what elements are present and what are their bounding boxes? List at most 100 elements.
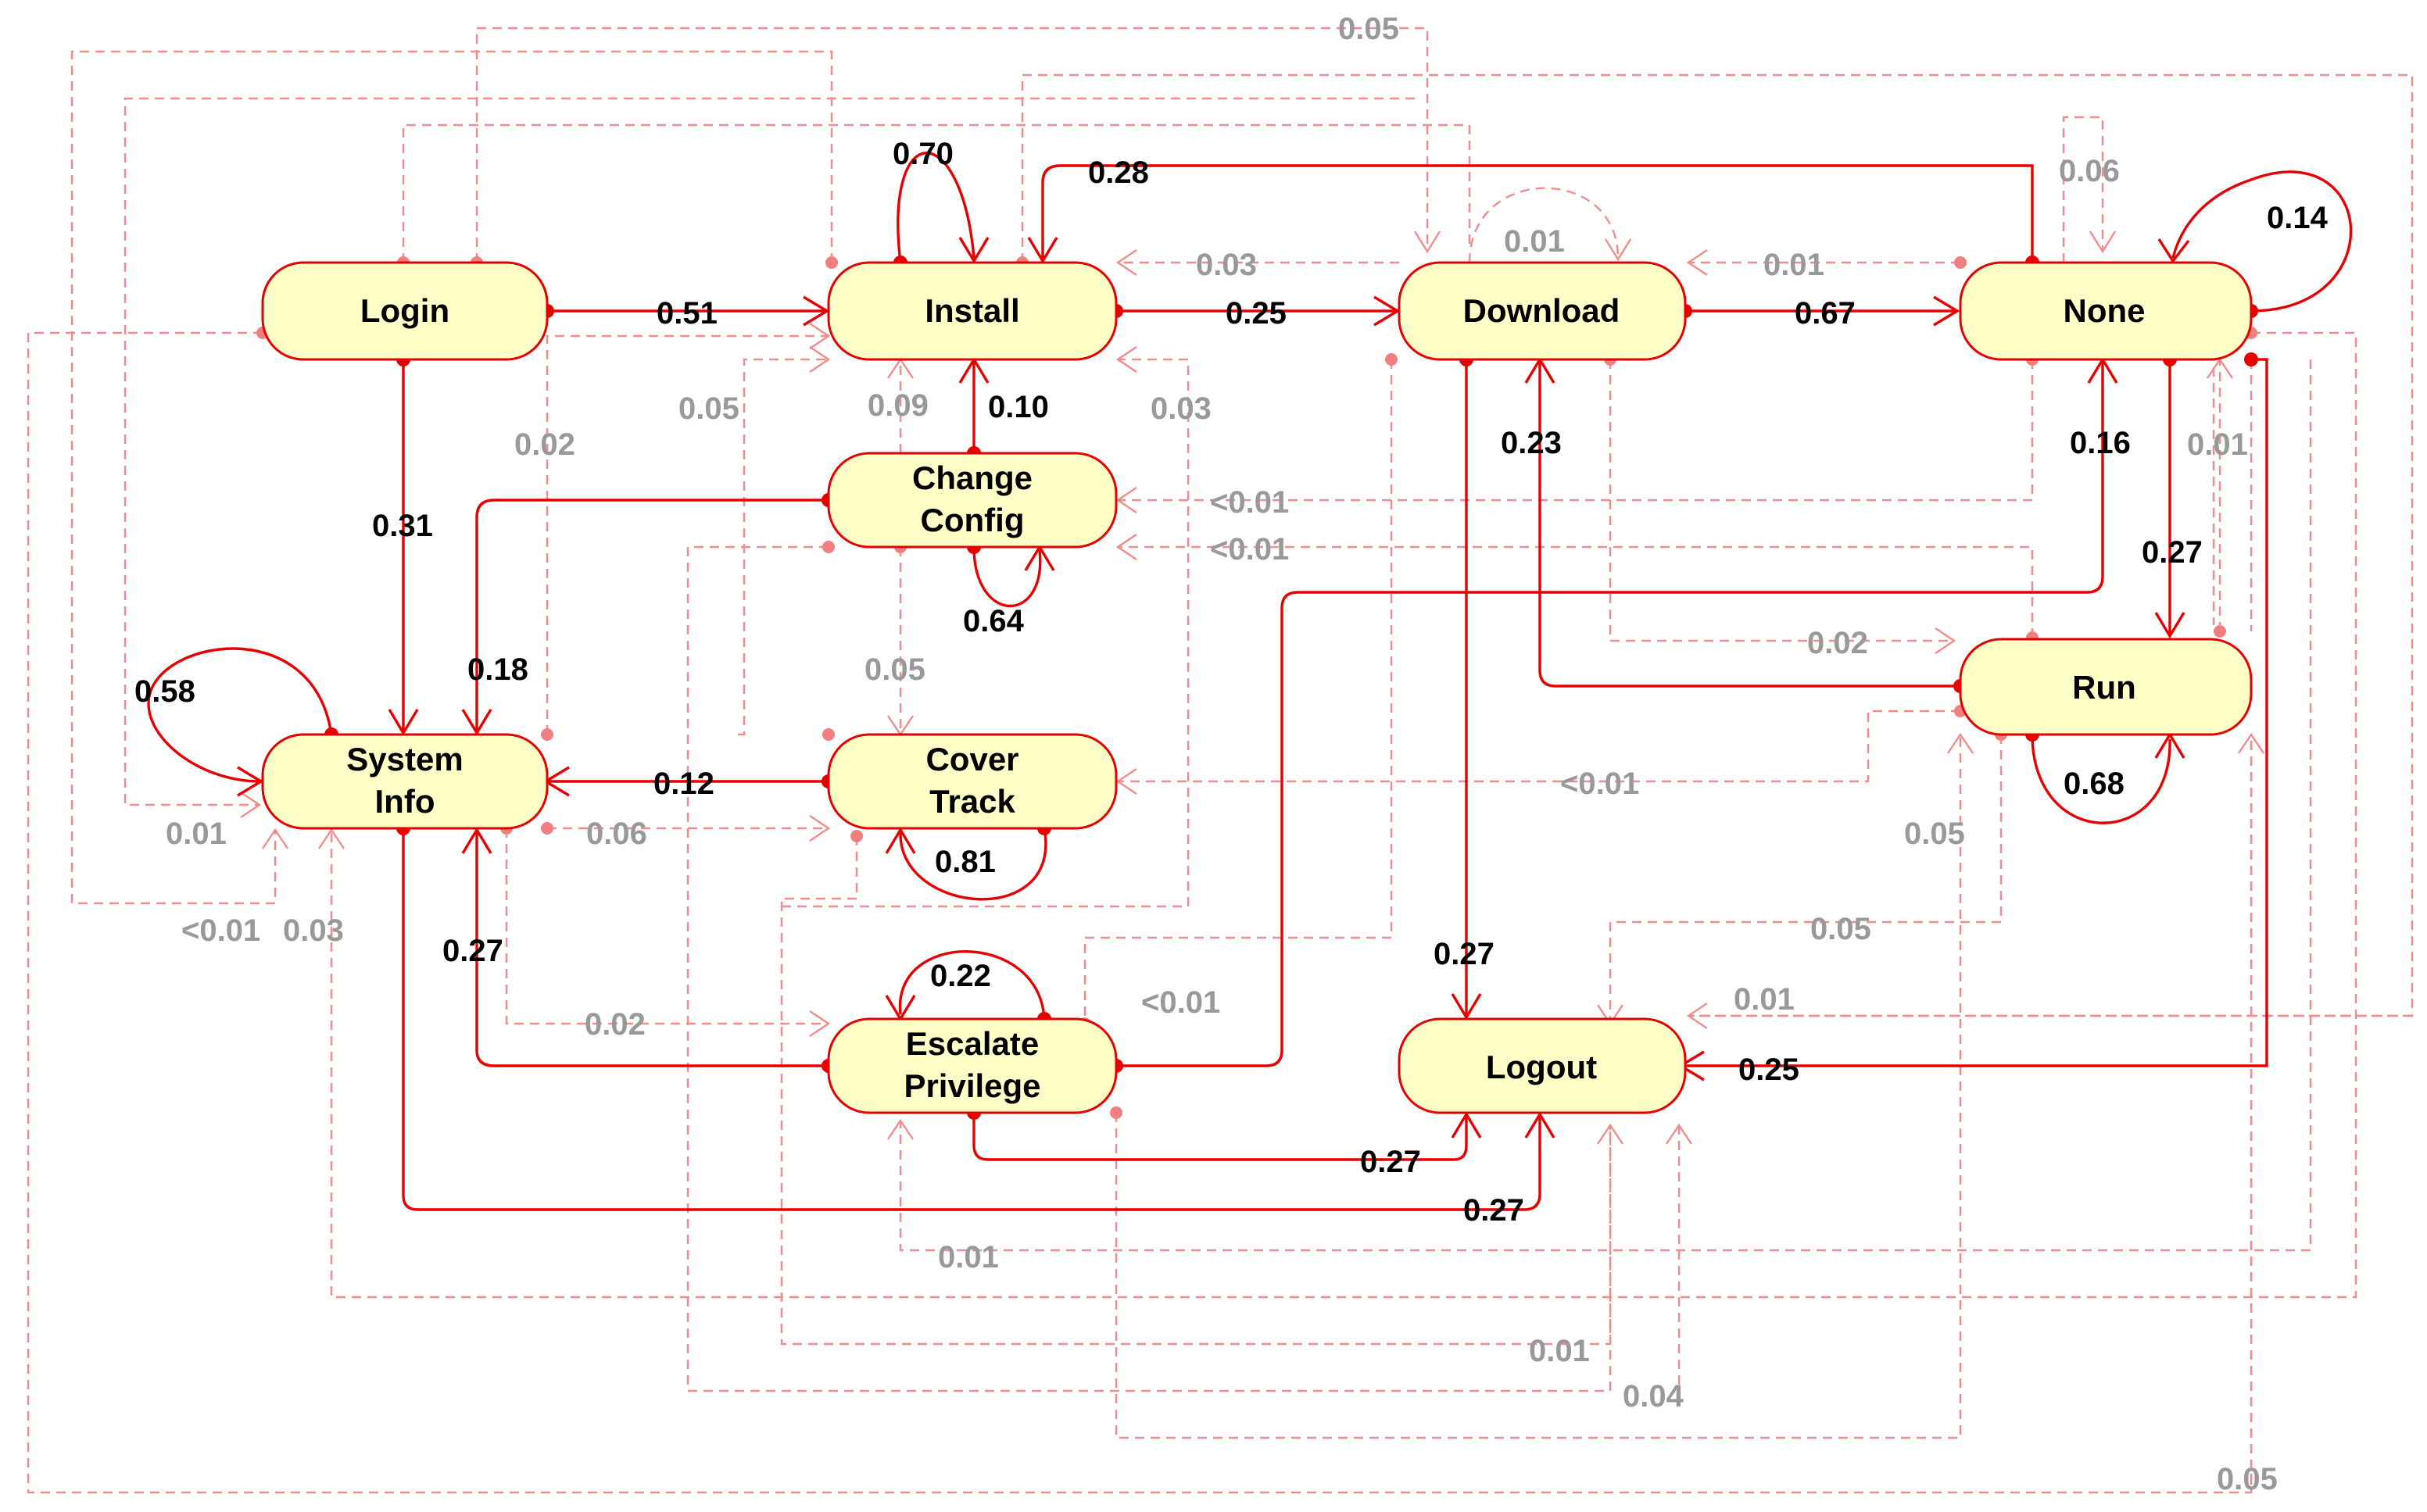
main-edge-none-self	[2171, 170, 2353, 313]
label-escalate-sysinfo: 0.27	[442, 934, 503, 968]
label-changecfg-sysinfo: 0.18	[467, 652, 528, 687]
main-edge-sysinfo-logout	[402, 828, 1541, 1211]
node-run[interactable]: Run	[1959, 638, 2253, 736]
faint-edge-f-download-covertrack-001	[780, 836, 1612, 1346]
label-f-sysinfo-install-005: 0.05	[678, 391, 739, 426]
label-f-install-download-003: 0.03	[1196, 248, 1257, 282]
label-f-run-covertrack-lt001: <0.01	[1560, 767, 1639, 801]
node-install[interactable]: Install	[827, 261, 1118, 361]
node-escalate-privilege[interactable]: Escalate Privilege	[827, 1017, 1118, 1114]
faint-edge-f-none-changecfg-lt001	[1118, 359, 2034, 502]
label-changecfg-self: 0.64	[963, 604, 1025, 638]
node-login[interactable]: Login	[261, 261, 549, 361]
main-edges	[147, 152, 2353, 1211]
label-f-changecfg-install-009: 0.09	[868, 388, 929, 423]
label-f-login-sysinfo-002: 0.02	[514, 427, 575, 462]
label-run-self: 0.68	[2064, 767, 2125, 801]
label-f-changecfg-covertrack-005: 0.05	[864, 652, 925, 687]
faint-edge-f-login-run-005	[2212, 336, 2253, 1485]
main-edge-covertrack-self	[899, 827, 1047, 901]
node-system-info-label-2: Info	[375, 783, 435, 820]
label-escalate-logout: 0.27	[1360, 1145, 1421, 1179]
faint-edge-f-login-sysinfo-002	[546, 334, 829, 735]
label-covertrack-self: 0.81	[935, 845, 996, 879]
faint-edge-f-run-covertrack-lt001	[1118, 710, 1960, 783]
label-f-sysinfo-covertrack-006: 0.06	[586, 817, 647, 851]
node-run-label: Run	[2072, 669, 2136, 706]
node-system-info[interactable]: System Info	[261, 733, 549, 830]
label-sysinfo-self: 0.58	[134, 674, 195, 709]
main-edge-escalate-none	[1116, 361, 2104, 1067]
main-labels: 0.51 0.31 0.70 0.25 0.67 0.27 0.28 0.14 …	[134, 137, 2329, 1228]
faint-edge-f-none-escalate-001	[899, 359, 2312, 1252]
node-none-label: None	[2064, 292, 2146, 329]
label-f-none-escalate-001: 0.01	[938, 1240, 999, 1274]
node-logout[interactable]: Logout	[1398, 1017, 1687, 1114]
label-escalate-self: 0.22	[930, 959, 991, 993]
node-none[interactable]: None	[1959, 261, 2253, 361]
faint-edge-f-sysinfo-install-005	[738, 358, 829, 736]
faint-edge-f-sysinfo-escalate-002	[505, 828, 829, 1025]
node-cover-track-label-2: Track	[929, 783, 1015, 820]
label-none-self: 0.14	[2267, 201, 2329, 235]
label-escalate-none: 0.16	[2070, 426, 2131, 460]
label-f-download-run-002: 0.02	[1807, 626, 1868, 660]
label-f-download-sysinfo-001: 0.01	[166, 817, 227, 851]
label-covertrack-sysinfo: 0.12	[653, 767, 714, 801]
label-changecfg-install: 0.10	[988, 390, 1049, 424]
main-edge-escalate-logout	[972, 1113, 1468, 1161]
main-edge-changecfg-self	[972, 546, 1042, 608]
node-change-config-label-1: Change	[912, 459, 1033, 496]
node-login-label: Login	[360, 292, 449, 329]
faint-edge-f-download-sysinfo-001	[123, 97, 1415, 1024]
label-none-run: 0.27	[2142, 535, 2203, 570]
faint-edge-f-download-self-001	[1468, 187, 1620, 263]
label-f-login-sysinfo-lt001: <0.01	[181, 913, 260, 948]
label-f-run-logout-005: 0.05	[1810, 912, 1871, 946]
node-logout-label: Logout	[1486, 1049, 1597, 1085]
label-f-escalate-install-003: 0.03	[1151, 391, 1212, 426]
faint-edge-f-none-logout-001	[1688, 359, 2412, 1017]
main-edge-none-install	[1041, 164, 2034, 263]
label-sysinfo-logout: 0.27	[1463, 1193, 1524, 1228]
node-install-label: Install	[925, 292, 1019, 329]
faint-edge-f-top-005	[475, 27, 1429, 263]
node-change-config-label-2: Config	[921, 502, 1025, 538]
label-login-sysinfo: 0.31	[372, 509, 433, 543]
label-f-logout-run-005: 0.05	[1904, 817, 1965, 851]
label-f-sysinfo-escalate-002: 0.02	[585, 1007, 646, 1042]
main-edge-none-logout	[1682, 358, 2268, 1067]
node-cover-track-label-1: Cover	[925, 741, 1018, 777]
label-f-none-logout-001: 0.01	[1734, 982, 1795, 1017]
main-edge-changecfg-sysinfo	[475, 499, 829, 731]
main-edge-escalate-self	[898, 950, 1046, 1020]
label-f-changecfg-logout-004: 0.04	[1623, 1379, 1684, 1414]
node-download[interactable]: Download	[1398, 261, 1687, 361]
faint-labels: 0.05 0.06 0.03 0.01 0.01 0.05 0.09 0.03 …	[166, 12, 2278, 1496]
label-none-install: 0.28	[1088, 155, 1149, 190]
faint-edge-f-run-logout-005	[1609, 735, 2003, 1024]
label-f-top-005: 0.05	[1338, 12, 1399, 46]
faint-edge-f-escalate-install-003	[782, 358, 1190, 908]
faint-edge-f-none-sysinfo-003	[330, 331, 2357, 1299]
label-f-none-changecfg-lt001: <0.01	[1210, 485, 1289, 520]
label-f-download-self-001: 0.01	[1504, 224, 1565, 259]
faint-edges	[27, 27, 2414, 1494]
label-f-download-covertrack-001: 0.01	[1529, 1334, 1590, 1368]
node-cover-track[interactable]: Cover Track	[827, 733, 1118, 830]
main-edge-run-download	[1538, 361, 1960, 688]
main-edge-escalate-sysinfo	[475, 831, 829, 1067]
node-change-config[interactable]: Change Config	[827, 452, 1118, 549]
main-edge-install-self	[897, 152, 975, 263]
main-edge-sysinfo-self	[147, 647, 333, 783]
node-escalate-label-2: Privilege	[904, 1067, 1040, 1104]
node-system-info-label-1: System	[346, 741, 463, 777]
node-download-label: Download	[1463, 292, 1620, 329]
label-run-download: 0.23	[1501, 426, 1562, 460]
faint-edge-f-logout-run-005	[1115, 735, 1962, 1439]
label-f-download-escalate-lt001: <0.01	[1141, 985, 1220, 1020]
label-install-download: 0.25	[1226, 296, 1287, 331]
main-edge-run-self	[2031, 734, 2171, 824]
